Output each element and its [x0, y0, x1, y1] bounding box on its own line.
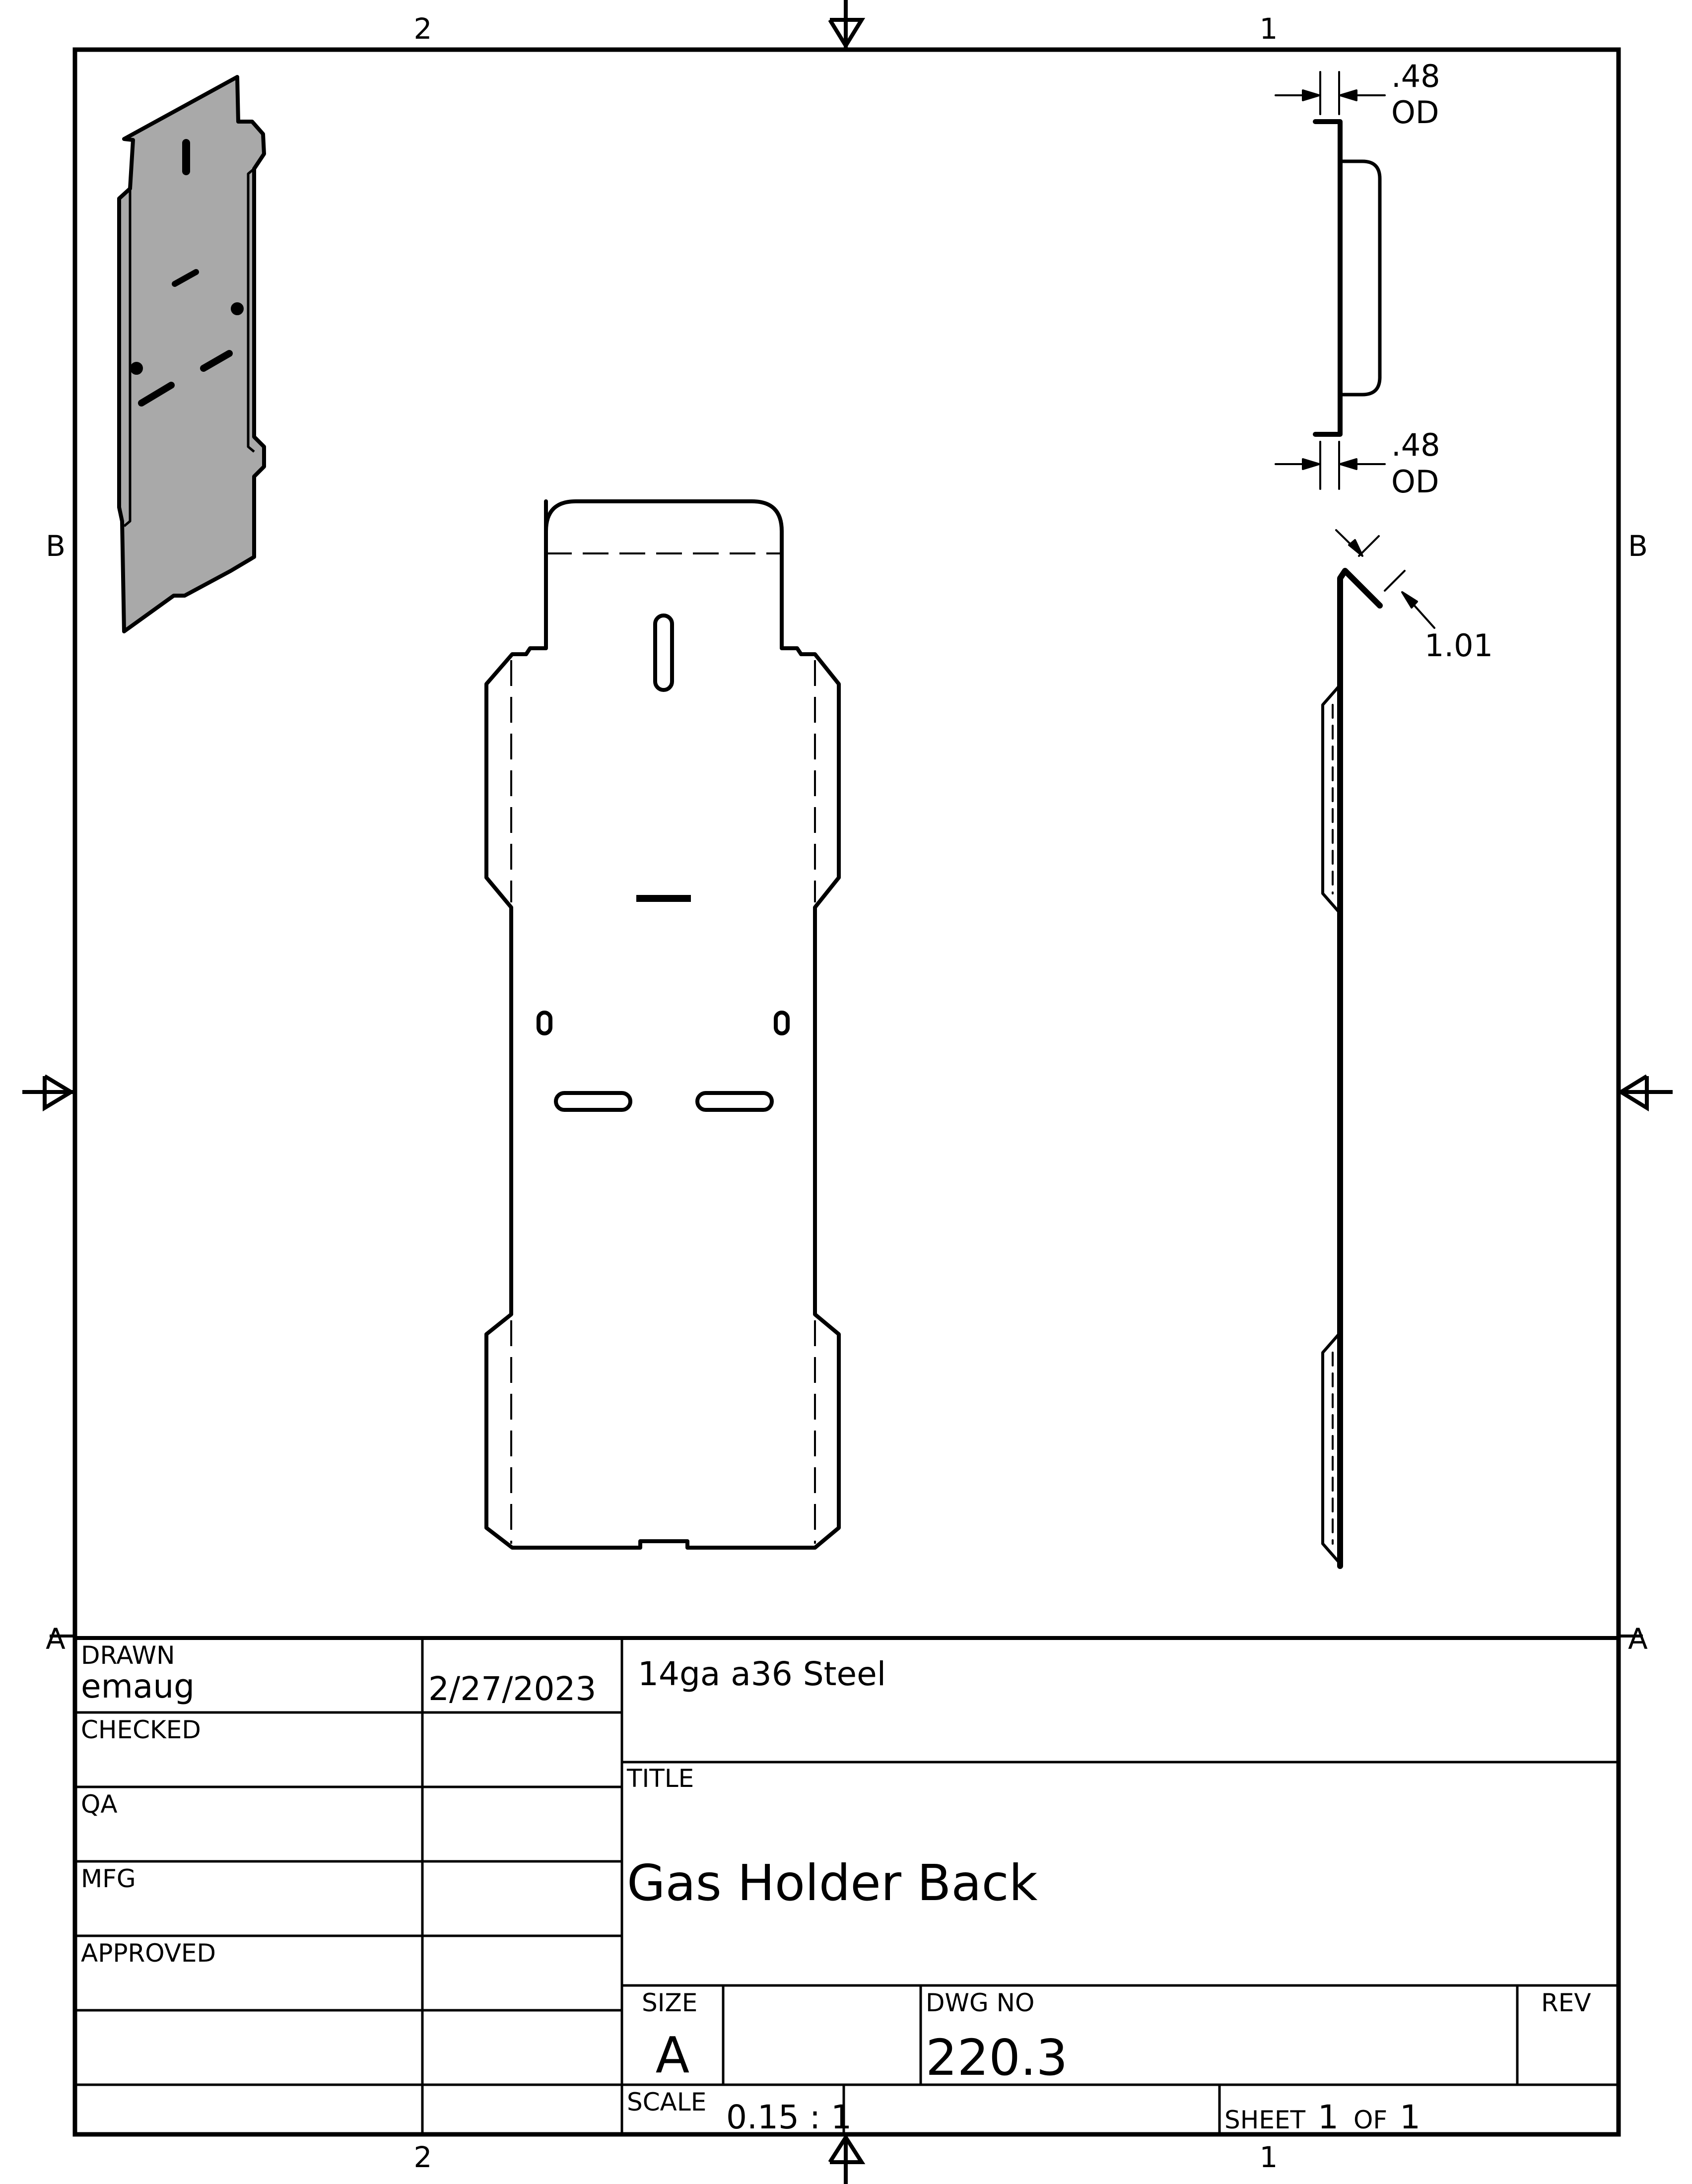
approved-label: APPROVED [81, 1939, 216, 1968]
title-label: TITLE [626, 1764, 694, 1793]
centering-mark-left [22, 1074, 75, 1112]
scale-value: 0.15 : 1 [726, 2098, 852, 2136]
side-profile-flange-lower [1321, 1331, 1342, 1565]
mfg-label: MFG [81, 1864, 136, 1893]
centering-mark-bottom [828, 2133, 866, 2184]
zone-label-top-2: 2 [414, 12, 432, 46]
dwg-no-label: DWG NO [926, 1988, 1034, 2017]
hole-right [774, 1011, 790, 1035]
rev-label: REV [1541, 1988, 1591, 2017]
sheet-total-value: 1 [1400, 2098, 1421, 2136]
size-label: SIZE [642, 1988, 697, 2017]
dimension-hem-value: 1.01 [1424, 627, 1493, 664]
qa-label: QA [81, 1790, 118, 1819]
dwg-no-value: 220.3 [926, 2029, 1068, 2087]
drawn-label: DRAWN [81, 1641, 175, 1670]
side-profile-flange-upper [1321, 683, 1342, 915]
zone-label-bottom-1: 1 [1260, 2140, 1278, 2174]
profile-channel-outer [1313, 119, 1343, 437]
zone-label-right-a: A [1628, 1622, 1648, 1656]
sheet-label: SHEET [1224, 2106, 1306, 2134]
dimension-od-top-value: .48 [1391, 58, 1440, 94]
sheet-number-value: 1 [1318, 2098, 1339, 2136]
bend-lines [510, 552, 816, 1544]
isometric-part-face [117, 75, 266, 633]
side-profile-view [1321, 529, 1435, 1569]
dimension-od-bottom [1275, 441, 1386, 490]
material-value: 14ga a36 Steel [638, 1655, 886, 1693]
flat-pattern-outline [484, 499, 841, 1550]
centering-mark-right [1617, 1074, 1673, 1112]
slot-vertical [653, 614, 674, 692]
side-profile-web [1337, 568, 1383, 1569]
slot-lower-right [695, 1091, 774, 1112]
slot-lower-left [554, 1091, 632, 1112]
dimension-od-top-unit: OD [1391, 94, 1439, 131]
zone-label-left-a: A [46, 1622, 66, 1656]
size-value: A [656, 2026, 689, 2084]
profile-channel-inner [1338, 159, 1382, 397]
hole-left [537, 1011, 552, 1035]
dimension-od-bottom-unit: OD [1391, 464, 1439, 500]
title-block [75, 1636, 1619, 2134]
dimension-hem [1335, 529, 1435, 629]
dimension-od-bottom-value: .48 [1391, 427, 1440, 463]
dimension-od-top [1275, 71, 1386, 115]
drawing-title: Gas Holder Back [627, 1854, 1038, 1912]
drawing-border [72, 47, 1621, 2137]
zone-label-bottom-2: 2 [414, 2140, 432, 2174]
sheet-of-label: OF [1354, 2106, 1387, 2134]
top-profile-view [1275, 71, 1386, 490]
drawn-by-value: emaug [81, 1667, 195, 1706]
drawn-date-value: 2/27/2023 [428, 1670, 596, 1708]
scale-label: SCALE [627, 2088, 706, 2116]
checked-label: CHECKED [81, 1715, 201, 1744]
zone-label-left-b: B [46, 529, 66, 563]
isometric-view [117, 75, 266, 633]
flat-pattern-view [484, 499, 841, 1550]
zone-label-top-1: 1 [1260, 12, 1278, 46]
zone-label-right-b: B [1628, 529, 1648, 563]
